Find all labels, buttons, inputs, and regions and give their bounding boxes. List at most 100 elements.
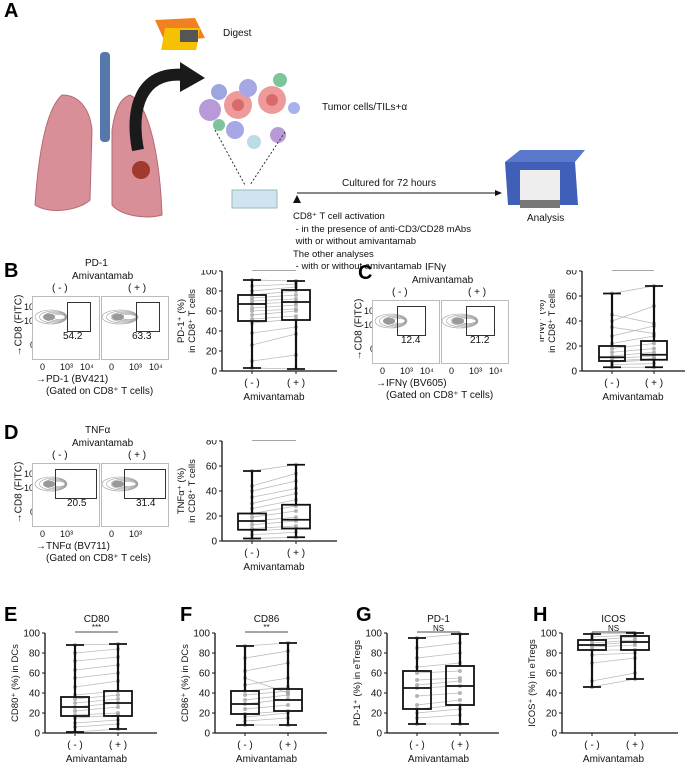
y-tick-label: 20 (206, 512, 218, 523)
data-point (116, 693, 120, 697)
paired-line (74, 706, 119, 712)
cells-icon (199, 73, 300, 149)
y-axis-label: in CD8⁺ T cells (187, 289, 198, 353)
contour-line (101, 476, 139, 492)
contour-line (39, 477, 67, 491)
paired-line (74, 656, 119, 662)
flow-plot: 20.5 (32, 463, 100, 527)
group-label: ( + ) (128, 283, 147, 294)
paired-line (611, 326, 655, 334)
x-tick-label: ( - ) (604, 378, 620, 389)
data-point (243, 698, 247, 702)
x-tick: 0 (449, 366, 455, 376)
gate-value: 31.4 (136, 498, 156, 509)
y-tick-label: 100 (23, 629, 40, 640)
contour-line (446, 314, 478, 328)
y-tick-label: 0 (204, 729, 210, 740)
paired-line (416, 699, 461, 706)
gate-box (55, 469, 97, 499)
contour-core (452, 317, 464, 325)
y-tick-label: 40 (206, 487, 218, 498)
y-tick-label: 80 (199, 649, 211, 660)
x-tick-label: ( - ) (584, 740, 600, 751)
significance-label: NS (433, 624, 444, 633)
activation-line: - with or without amivantamab (293, 261, 422, 272)
box (281, 503, 311, 530)
flow-plot: 63.3 (101, 296, 169, 360)
paired-line (74, 712, 119, 716)
x-tick: 0 (109, 362, 115, 372)
data-point (294, 293, 298, 297)
y-tick: 10⁴ (24, 469, 38, 479)
x-axis-label: Amivantamab (243, 392, 305, 403)
paired-line (251, 308, 297, 312)
data-point (73, 697, 77, 701)
x-axis-label: Amivantamab (236, 754, 298, 765)
x-tick-label: ( + ) (287, 548, 305, 559)
gate-value: 21.2 (470, 335, 490, 346)
paired-line (611, 285, 655, 294)
data-point (610, 346, 614, 351)
data-point (250, 306, 254, 310)
paired-line (251, 286, 297, 292)
data-point (415, 683, 419, 687)
data-point (415, 671, 419, 675)
paired-line (244, 662, 289, 672)
data-point (250, 317, 254, 321)
data-point (415, 678, 419, 682)
paired-line (244, 650, 289, 659)
data-point (652, 341, 656, 346)
flow-plot: 54.2 (32, 296, 100, 360)
y-tick: 10⁴ (364, 306, 378, 316)
paired-line (251, 480, 297, 492)
paired-line (244, 690, 289, 696)
gate-box (67, 302, 91, 332)
workflow-illustration (34, 18, 585, 218)
x-axis-label: Amivantamab (243, 562, 305, 573)
paired-line (74, 672, 119, 679)
x-tick: 10⁴ (80, 362, 94, 372)
data-point (294, 524, 298, 528)
data-point (250, 299, 254, 303)
paired-line (251, 304, 297, 309)
y-tick-label: 60 (566, 292, 578, 303)
activation-line: - in the presence of anti-CD3/CD28 mAbs (293, 223, 471, 235)
gate-box (124, 469, 166, 499)
y-tick: 10⁴ (24, 302, 38, 312)
panel-label-d: D (4, 422, 19, 444)
paired-line (251, 473, 297, 487)
data-point (458, 676, 462, 680)
y-axis-label: →CD8 (FITC) (353, 298, 365, 361)
y-tick: 10³ (24, 483, 38, 493)
x-tick: 10³ (469, 366, 483, 376)
paired-line (74, 680, 119, 688)
significance-label: NS (608, 624, 619, 633)
contour-core (383, 317, 395, 325)
data-point (633, 638, 637, 642)
marker-title: PD-1 (85, 258, 108, 269)
paired-line (611, 305, 655, 322)
data-point (73, 709, 77, 713)
x-axis-label: →IFNγ (BV605) (376, 378, 447, 389)
y-tick-label: 60 (546, 669, 558, 680)
group-label: ( + ) (128, 450, 147, 461)
y-axis-label: in CD8⁺ T cells (187, 459, 198, 523)
paired-line (611, 348, 655, 353)
arrow-icon (129, 68, 186, 152)
y-tick-label: 80 (546, 649, 558, 660)
x-axis-label: Amivantamab (66, 754, 128, 765)
gate-value: 54.2 (63, 331, 83, 342)
contour-line (379, 314, 407, 328)
paired-line (251, 510, 297, 518)
x-tick-label: ( + ) (451, 740, 469, 751)
data-point (458, 679, 462, 683)
paired-line (416, 714, 461, 719)
paired-line (611, 351, 655, 357)
y-tick-label: 40 (546, 689, 558, 700)
y-tick: 10³ (24, 316, 38, 326)
